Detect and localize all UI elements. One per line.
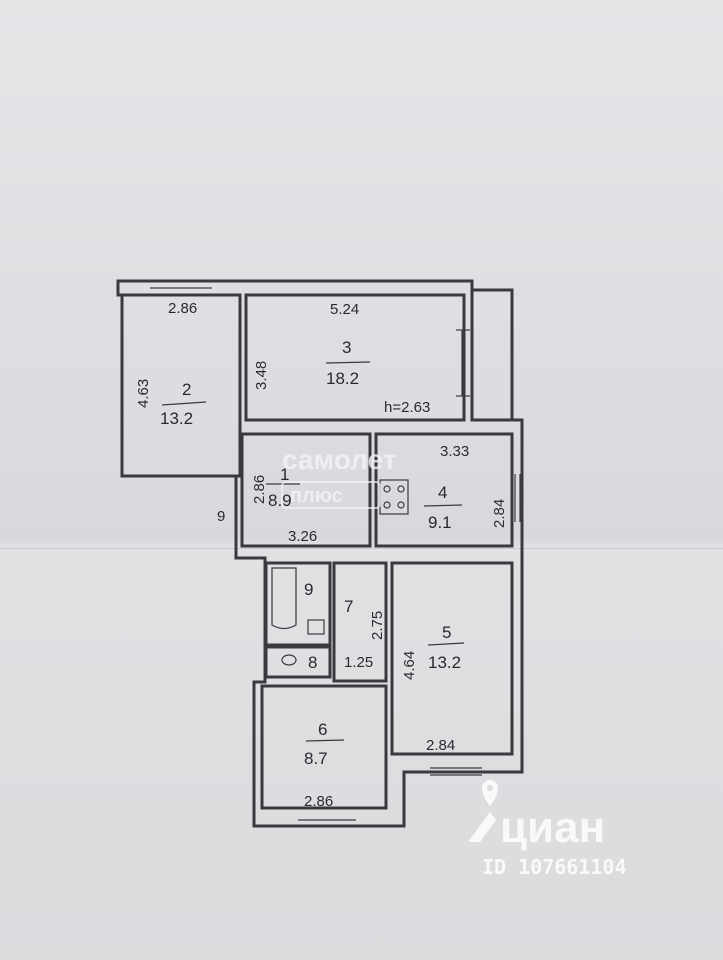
room-7-number: 7 [344,597,353,616]
dim-room2-side: 4.63 [135,379,152,408]
dim-room7-side: 2.75 [369,611,386,640]
room-4-number: 4 [438,483,447,502]
cian-logo-icon [468,780,498,842]
dim-room5-side: 4.64 [401,651,418,680]
samolet-watermark: самолет [282,444,397,475]
paper-fold [0,548,723,551]
room-2-area: 13.2 [160,409,193,428]
samolet-plus-frame [281,481,381,509]
cian-watermark: циан [500,803,605,852]
room-5-area: 13.2 [428,653,461,672]
ceiling-height: h=2.63 [384,399,430,416]
dim-room1-bottom: 3.26 [288,528,317,545]
dim-room2-top: 2.86 [168,300,197,317]
room-1-number: 1 [280,465,289,484]
dim-room4-side: 2.84 [491,499,508,528]
room-8-number: 8 [308,653,317,672]
dim-room7-bottom: 1.25 [344,654,373,671]
room-3-number: 3 [342,338,351,357]
room-6-number: 6 [318,720,327,739]
dim-room5-bottom: 2.84 [426,737,455,754]
dim-room1-left: 9 [217,508,225,525]
room-6-area: 8.7 [304,749,328,768]
walls [116,279,524,828]
room-5-number: 5 [442,623,451,642]
dim-room3-top: 5.24 [330,301,359,318]
dim-room6-bottom: 2.86 [304,793,333,810]
plus-watermark: плюс [290,485,343,507]
dim-room4-top: 3.33 [440,443,469,460]
room-3-area: 18.2 [326,369,359,388]
dim-room3-side: 3.48 [253,361,270,390]
room-9-number: 9 [304,580,313,599]
room-1-area: 8.9 [268,491,292,510]
room-4-area: 9.1 [428,513,452,532]
room-2-number: 2 [182,380,191,399]
cian-id-watermark: ID 107661104 [482,855,627,879]
dim-room1-side: 2.86 [251,475,268,504]
windows-and-fixtures [150,280,521,827]
